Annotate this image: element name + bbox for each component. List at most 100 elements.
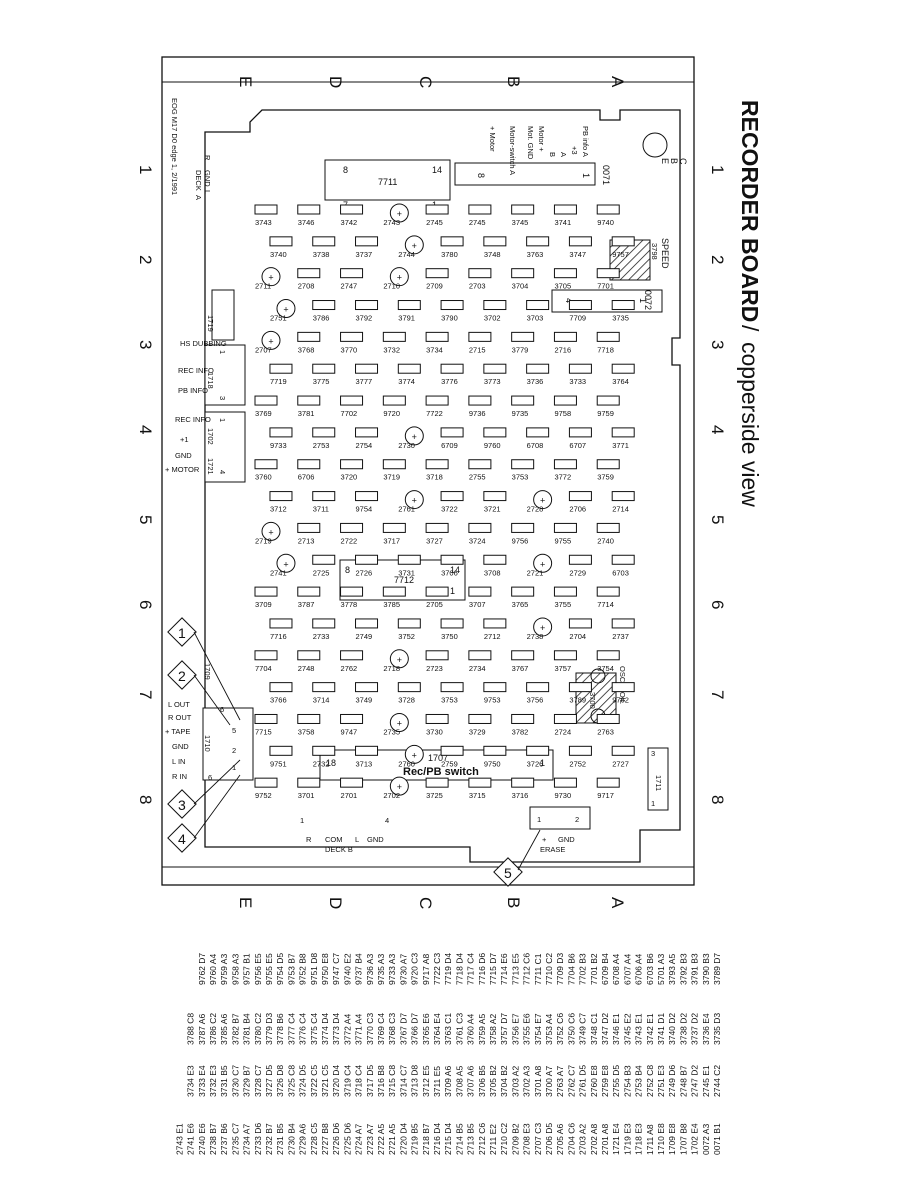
- table-entry: 3764 E4: [432, 1013, 442, 1045]
- table-entry: 2701 A8: [600, 1124, 610, 1155]
- component-label: 2743: [383, 218, 400, 227]
- component-label: 3731: [398, 568, 415, 577]
- capacitor-polarity-icon: +: [412, 496, 417, 506]
- component-body: [397, 363, 421, 374]
- component-body: [297, 268, 321, 279]
- component-label: 2726: [356, 568, 373, 577]
- component-2714: 2714: [611, 491, 635, 514]
- component-label: 7715: [255, 727, 272, 736]
- component-label: 2708: [298, 282, 315, 291]
- erase-pin1: 1: [537, 815, 541, 824]
- component-label: 3730: [426, 727, 443, 736]
- component-body: [468, 713, 492, 724]
- table-entry: 1719 E3: [622, 1123, 632, 1155]
- callout-1-label: 1: [178, 625, 186, 641]
- component-3780: 3780: [440, 236, 464, 259]
- component-label: 3753: [512, 473, 529, 482]
- deck-b-pin1: 1: [300, 816, 304, 825]
- table-entry: 3758 A2: [488, 1014, 498, 1045]
- component-3708: 3708: [483, 554, 507, 577]
- table-entry: 1709 E8: [667, 1123, 677, 1155]
- component-2751: +2751: [270, 299, 296, 323]
- table-entry: 2734 A7: [242, 1124, 252, 1155]
- table-entry: 3704 B2: [499, 1065, 509, 1097]
- component-body: [611, 363, 635, 374]
- table-entry: 3708 A5: [454, 1066, 464, 1097]
- switch-pin-left: 18: [326, 758, 336, 768]
- table-entry: 3756 E7: [510, 1013, 520, 1045]
- component-label: 2752: [569, 759, 586, 768]
- component-label: 2721: [527, 568, 544, 577]
- component-body: [297, 204, 321, 215]
- deck-a-l: L: [203, 190, 212, 194]
- component-label: 2755: [469, 473, 486, 482]
- component-body: [254, 650, 278, 661]
- component-3781: 3781: [297, 395, 321, 418]
- component-body: [553, 459, 577, 470]
- component-label: 9736: [469, 409, 486, 418]
- deck-b-com: COM: [325, 835, 343, 844]
- grid-row-e-bottom: E: [236, 897, 255, 908]
- connector-1721-ref: 1721: [206, 458, 215, 475]
- component-6706: 6706: [297, 459, 321, 482]
- capacitor-polarity-icon: +: [540, 559, 545, 569]
- callout-3: 3: [167, 789, 197, 819]
- component-9753: 9753: [483, 682, 507, 705]
- component-body: [483, 363, 507, 374]
- component-9720: 9720: [382, 395, 406, 418]
- table-entry: 3715 C8: [387, 1065, 397, 1097]
- table-entry: 2733 D6: [253, 1123, 263, 1155]
- component-9760: 9760: [483, 427, 507, 450]
- table-entry: 9736 A3: [365, 954, 375, 985]
- table-entry: 2738 B7: [208, 1123, 218, 1155]
- table-entry: 3740 D2: [667, 1013, 677, 1045]
- table-entry: 3755 E6: [522, 1013, 532, 1045]
- component-body: [340, 395, 364, 406]
- callout-2-label: 2: [178, 668, 186, 684]
- table-entry: 3782 B7: [230, 1013, 240, 1045]
- component-3712: 3712: [269, 491, 293, 514]
- connector-0071-label-7: + Motor: [488, 126, 497, 152]
- deck-b-pin4: 4: [385, 816, 389, 825]
- component-body: [511, 650, 535, 661]
- component-3705: 3705: [553, 268, 577, 291]
- component-2723: 2723: [425, 650, 449, 673]
- component-3717: 3717: [382, 522, 406, 545]
- title-sub: copperside view: [737, 342, 763, 507]
- table-entry: 3790 B3: [701, 953, 711, 985]
- component-3753: 3753: [511, 459, 535, 482]
- table-entry: 6703 B6: [645, 953, 655, 985]
- component-body: [483, 682, 507, 693]
- component-2722: 2722: [340, 522, 364, 545]
- table-entry: 3702 A3: [522, 1066, 532, 1097]
- grid-row-a-top: A: [608, 76, 627, 88]
- component-body: [425, 586, 449, 597]
- component-3711: 3711: [312, 491, 336, 514]
- component-body: [568, 554, 592, 565]
- component-3765: 3765: [511, 586, 535, 609]
- grid-col-6-left: 6: [136, 600, 155, 609]
- table-entry: 3777 C4: [286, 1013, 296, 1045]
- component-label: 2701: [341, 791, 358, 800]
- table-entry: 3780 C2: [253, 1013, 263, 1045]
- component-label: 3732: [383, 345, 400, 354]
- component-label: 9752: [255, 791, 272, 800]
- component-label: 6707: [569, 441, 586, 450]
- table-entry: 3722 C5: [309, 1065, 319, 1097]
- component-body: [568, 236, 592, 247]
- component-label: 3716: [512, 791, 529, 800]
- capacitor-body: [389, 267, 409, 287]
- table-entry: 3733 E4: [197, 1065, 207, 1097]
- connector-0071-label-3: B: [548, 152, 557, 157]
- component-body: [269, 491, 293, 502]
- connector-1710-label-5: R IN: [172, 772, 187, 781]
- deck-b: 4 1 R COM L GND DECK B: [300, 816, 389, 854]
- component-body: [511, 459, 535, 470]
- component-label: 3787: [298, 600, 315, 609]
- connector-1718-label-1: REC INFO: [178, 366, 214, 375]
- component-label: 2732: [313, 759, 330, 768]
- component-body: [312, 682, 336, 693]
- component-body: [254, 459, 278, 470]
- component-label: 3722: [441, 505, 458, 514]
- component-2719: +2719: [255, 521, 281, 545]
